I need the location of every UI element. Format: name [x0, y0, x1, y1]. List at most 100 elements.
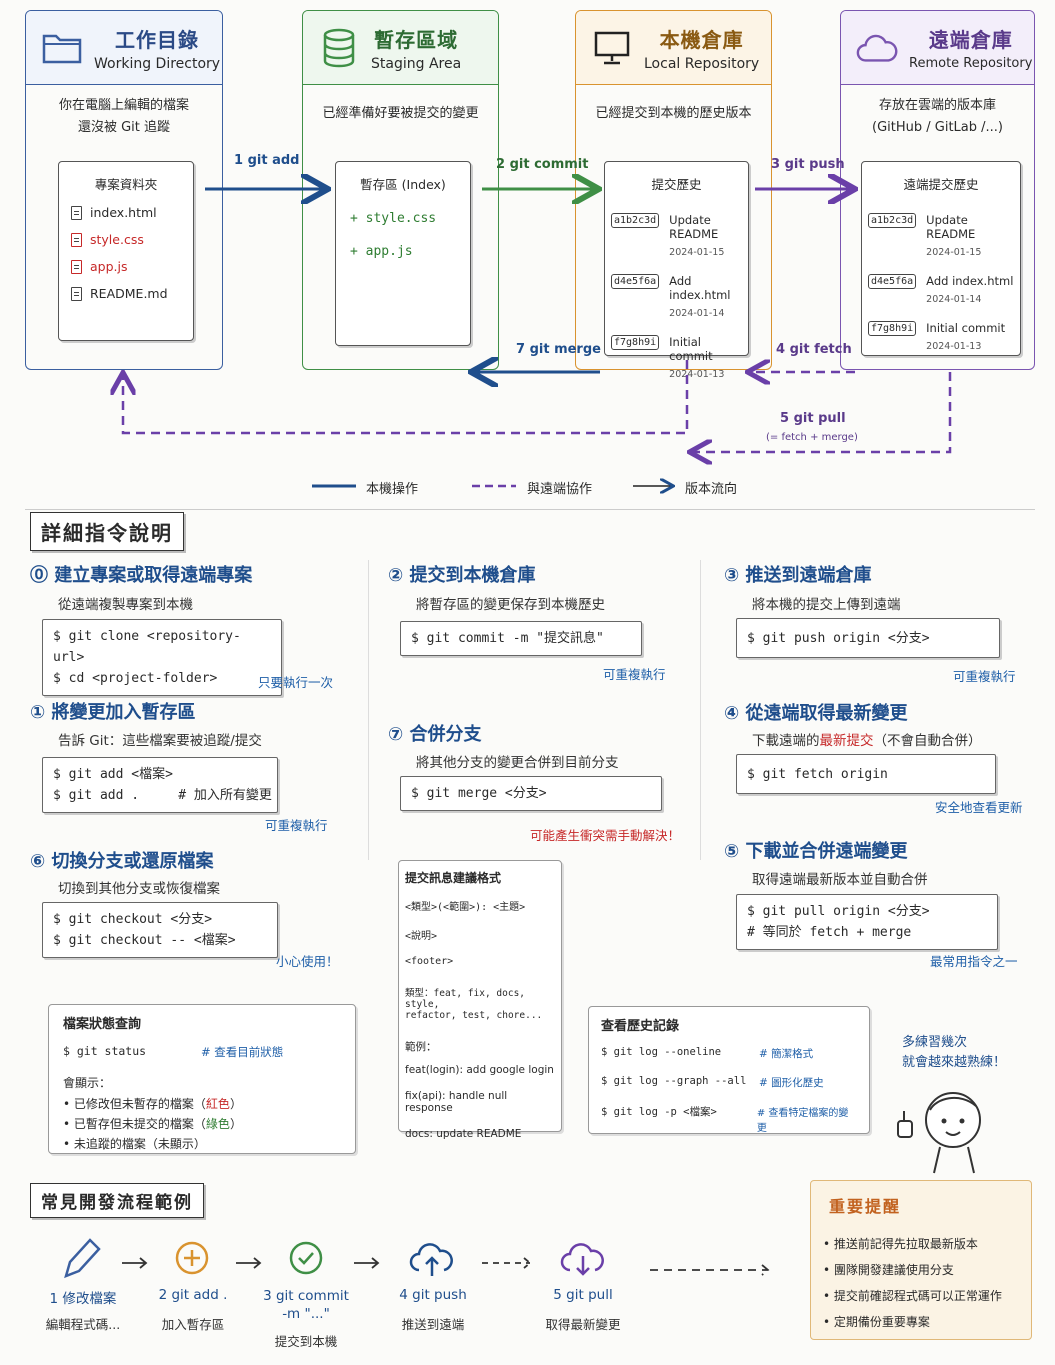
status-box: 檔案狀態查詢 $ git status# 查看目前狀態 會顯示： • 已修改但未…	[48, 1004, 356, 1154]
legend-remote: 與遠端協作	[527, 482, 593, 497]
workflow-step-label: 1 修改檔案	[49, 1291, 117, 1307]
index-box: 暫存區 (Index) + style.css + app.js	[335, 161, 471, 346]
file-item: index.html	[71, 205, 193, 220]
inner-title: 專案資料夾	[94, 177, 158, 192]
workflow-step-sub: 取得最新變更	[545, 1317, 621, 1332]
card-sub: 下載遠端的最新提交（不會自動合併）	[752, 733, 982, 749]
card-sub: 切換到其他分支或恢復檔案	[58, 881, 220, 897]
code-block: $ git fetch origin	[736, 754, 996, 794]
detail-section-title: 詳細指令說明	[30, 512, 184, 551]
stage-title: 工作目錄	[115, 27, 200, 52]
stage-title: 本機倉庫	[659, 27, 744, 52]
workflow-step-sub: 提交到本機	[274, 1334, 338, 1349]
stage-subtitle: Staging Area	[371, 55, 462, 72]
card-note: 可重複執行	[603, 667, 666, 682]
box-title: 查看歷史記錄	[601, 1019, 680, 1034]
box-title: 檔案狀態查詢	[63, 1017, 142, 1032]
reminder-title: 重要提醒	[829, 1197, 902, 1216]
stage-desc: 已經提交到本機的歷史版本	[595, 106, 752, 121]
reminder-item: • 推送前記得先拉取最新版本	[823, 1237, 978, 1251]
pull-to-working-arrow	[123, 360, 689, 435]
card-title-push: ③ 推送到遠端倉庫	[724, 565, 872, 586]
project-folder-box: 專案資料夾 index.html style.css app.js README…	[58, 161, 194, 341]
git-push-label: 3 git push	[771, 157, 845, 172]
workflow-step-label: 3 git commit -m "..."	[263, 1288, 349, 1322]
stage-desc: (GitHub / GitLab /...)	[872, 120, 1003, 135]
remote-repository-card: 遠端倉庫 Remote Repository 存放在雲端的版本庫 (GitHub /…	[840, 10, 1035, 370]
card-sub: 從遠端複製專案到本機	[58, 597, 193, 613]
monitor-icon	[590, 26, 634, 70]
card-sub: 將其他分支的變更合併到目前分支	[416, 755, 619, 771]
file-icon	[71, 232, 82, 247]
legend-local: 本機操作	[366, 482, 419, 497]
cloud-download-icon	[560, 1243, 604, 1276]
git-pull-label: 5 git pull	[780, 411, 846, 426]
card-note: 可重複執行	[265, 818, 328, 833]
card-title-clone: ⓪ 建立專案或取得遠端專案	[30, 565, 253, 586]
code-block: $ git checkout <分支>$ git checkout -- <檔案…	[42, 902, 278, 958]
workflow-title: 常見開發流程範例	[30, 1183, 204, 1218]
card-sub: 將暫存區的變更保存到本機歷史	[416, 597, 605, 613]
staged-file: + style.css	[350, 211, 437, 226]
reminder-item: • 團隊開發建議使用分支	[823, 1263, 954, 1277]
card-note: 最常用指令之一	[930, 954, 1018, 969]
reminder-item: • 提交前確認程式碼可以正常運作	[823, 1289, 1002, 1303]
reminder-box: 重要提醒 • 推送前記得先拉取最新版本 • 團隊開發建議使用分支 • 提交前確認…	[810, 1180, 1032, 1340]
workflow-step-sub: 編輯程式碼...	[45, 1317, 121, 1332]
card-note: 小心使用！	[276, 954, 339, 969]
log-box: 查看歷史記錄 $ git log --oneline# 簡潔格式 $ git l…	[588, 1006, 870, 1134]
check-circle-icon	[289, 1241, 323, 1275]
stage-desc: 存放在雲端的版本庫	[878, 98, 996, 113]
card-sub: 取得遠端最新版本並自動合併	[752, 872, 928, 888]
git-commit-label: 2 git commit	[496, 157, 589, 172]
file-icon	[71, 259, 82, 274]
card-warning: 可能產生衝突需手動解決！	[530, 828, 681, 843]
staged-file: + app.js	[350, 244, 413, 259]
file-icon	[71, 205, 82, 220]
plus-circle-icon	[175, 1241, 209, 1275]
card-note: 安全地查看更新	[935, 800, 1023, 815]
stage-subtitle: Remote Repository	[909, 56, 1033, 71]
box-title: 提交訊息建議格式	[405, 871, 502, 885]
code-block: $ git clone <repository-url>$ cd <projec…	[42, 619, 282, 696]
cloud-upload-icon	[409, 1243, 453, 1276]
stage-title: 遠端倉庫	[928, 28, 1013, 52]
inner-title: 暫存區 (Index)	[360, 177, 446, 192]
code-block: $ git merge <分支>	[400, 776, 662, 811]
card-title-fetch: ④ 從遠端取得最新變更	[724, 703, 908, 724]
card-title-merge: ⑦ 合併分支	[388, 724, 482, 745]
stage-title: 暫存區域	[374, 27, 459, 52]
git-add-label: 1 git add	[234, 153, 300, 168]
code-block: $ git pull origin <分支># 等同於 fetch + merg…	[736, 894, 998, 950]
card-title-commit: ② 提交到本機倉庫	[388, 565, 536, 586]
cloud-icon	[855, 26, 899, 70]
commit-format-box: 提交訊息建議格式 <類型>(<範圍>): <主題> <說明> <footer> …	[398, 860, 562, 1140]
card-title-pull: ⑤ 下載並合併遠端變更	[724, 841, 908, 862]
stage-subtitle: Local Repository	[644, 55, 760, 72]
card-title-checkout: ⑥ 切換分支或還原檔案	[30, 851, 214, 872]
database-icon	[317, 26, 361, 70]
folder-icon	[40, 26, 84, 70]
encouragement-text: 多練習幾次就會越來越熟練！	[902, 1035, 1007, 1070]
file-item: app.js	[71, 259, 193, 274]
stage-desc: 還沒被 Git 追蹤	[77, 120, 171, 135]
divider	[25, 509, 1035, 510]
workflow-step-sub: 推送到遠端	[401, 1317, 465, 1332]
card-sub: 將本機的提交上傳到遠端	[752, 597, 901, 613]
code-block: $ git commit -m "提交訊息"	[400, 621, 642, 656]
stage-desc: 你在電腦上編輯的檔案	[58, 98, 189, 113]
column-divider	[700, 560, 701, 860]
workflow-step-label: 2 git add .	[158, 1287, 228, 1303]
legend-flow: 版本流向	[685, 482, 738, 497]
workflow-step-sub: 加入暫存區	[161, 1317, 225, 1332]
